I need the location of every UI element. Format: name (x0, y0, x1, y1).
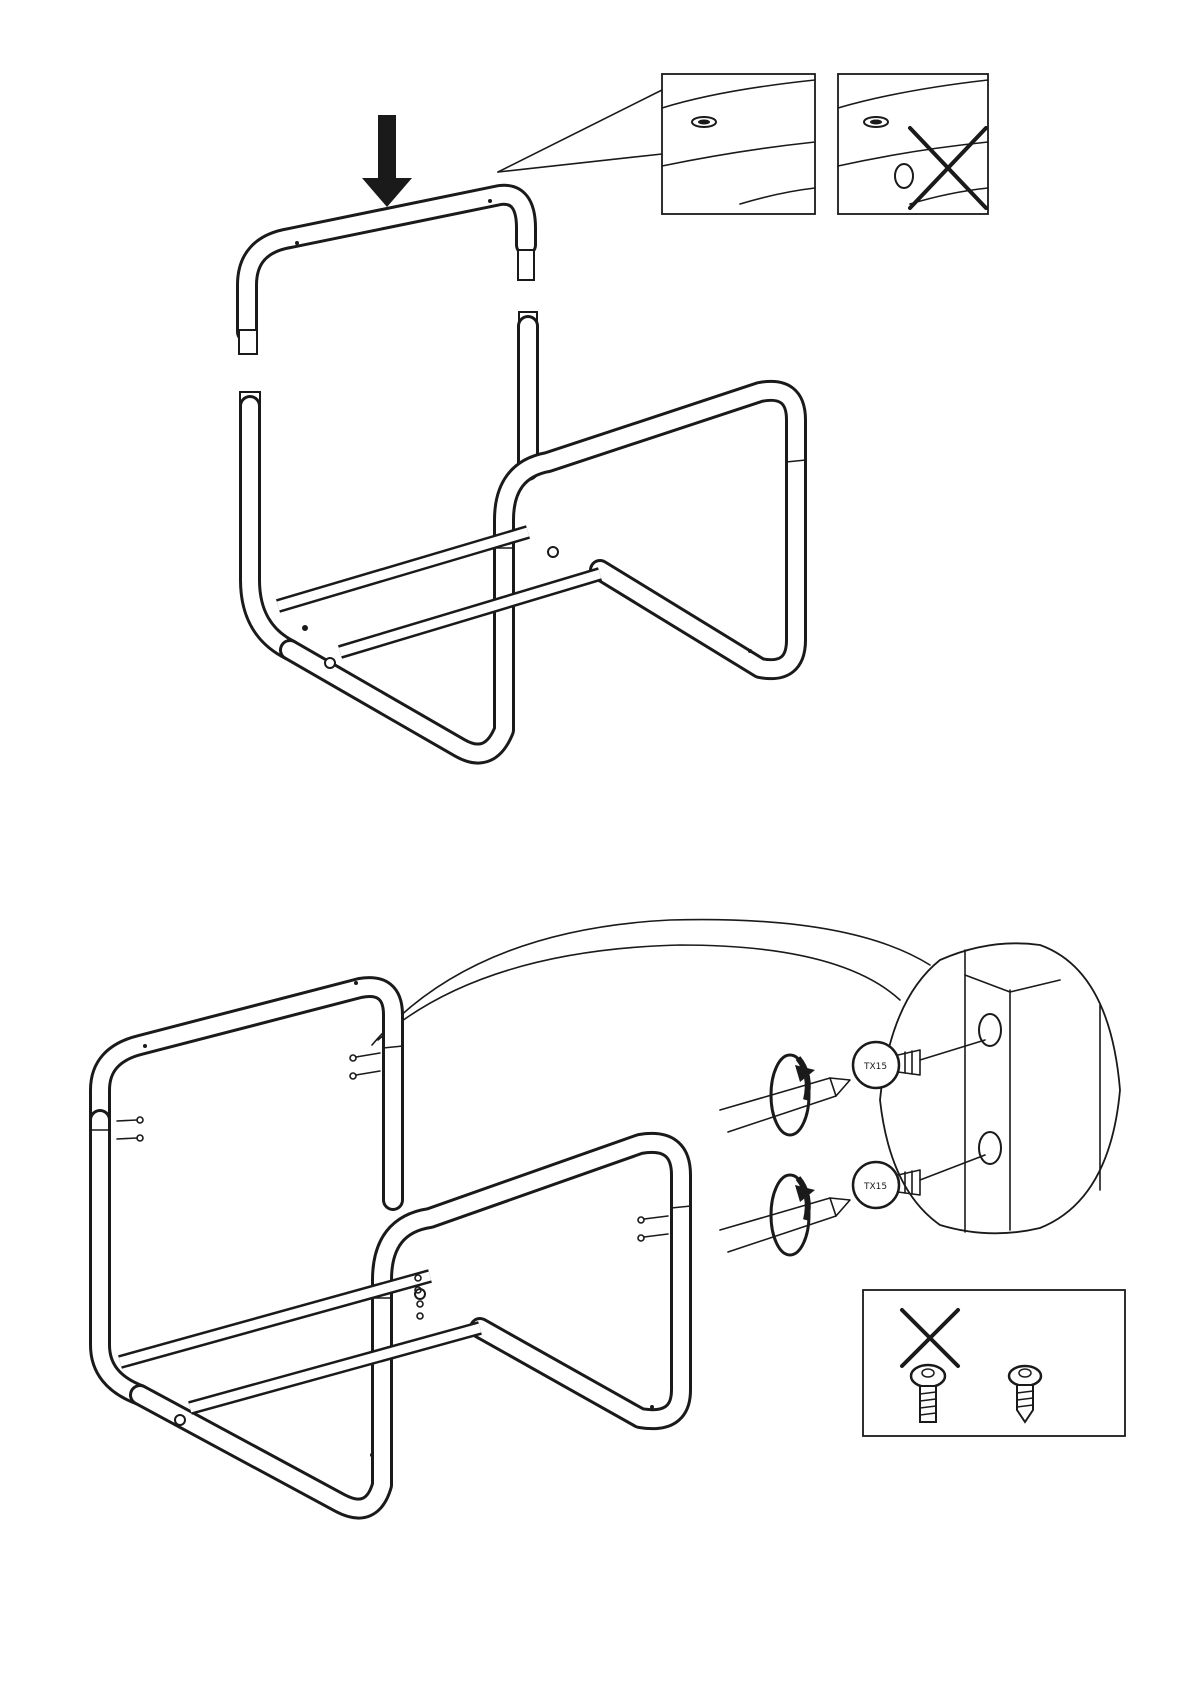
top-frame-part (239, 195, 534, 354)
magnifier-detail (880, 943, 1120, 1233)
screw-mark-2: TX15 (863, 1182, 887, 1192)
screwdriver-icon-2 (720, 1175, 850, 1255)
bottom-frame (290, 391, 806, 754)
screw-comparison-box (863, 1290, 1125, 1436)
screw-mark-1: TX15 (863, 1062, 887, 1072)
correct-hole-detail (662, 74, 815, 214)
screwdriver-icon (720, 1055, 850, 1135)
step2-illustration: TX15 TX15 (90, 920, 1125, 1509)
down-arrow-icon (362, 115, 412, 207)
wrong-hole-detail (838, 74, 988, 214)
frame-assembled-icon (90, 981, 691, 1509)
leader-arc (372, 920, 930, 1045)
step1-illustration (239, 74, 988, 754)
